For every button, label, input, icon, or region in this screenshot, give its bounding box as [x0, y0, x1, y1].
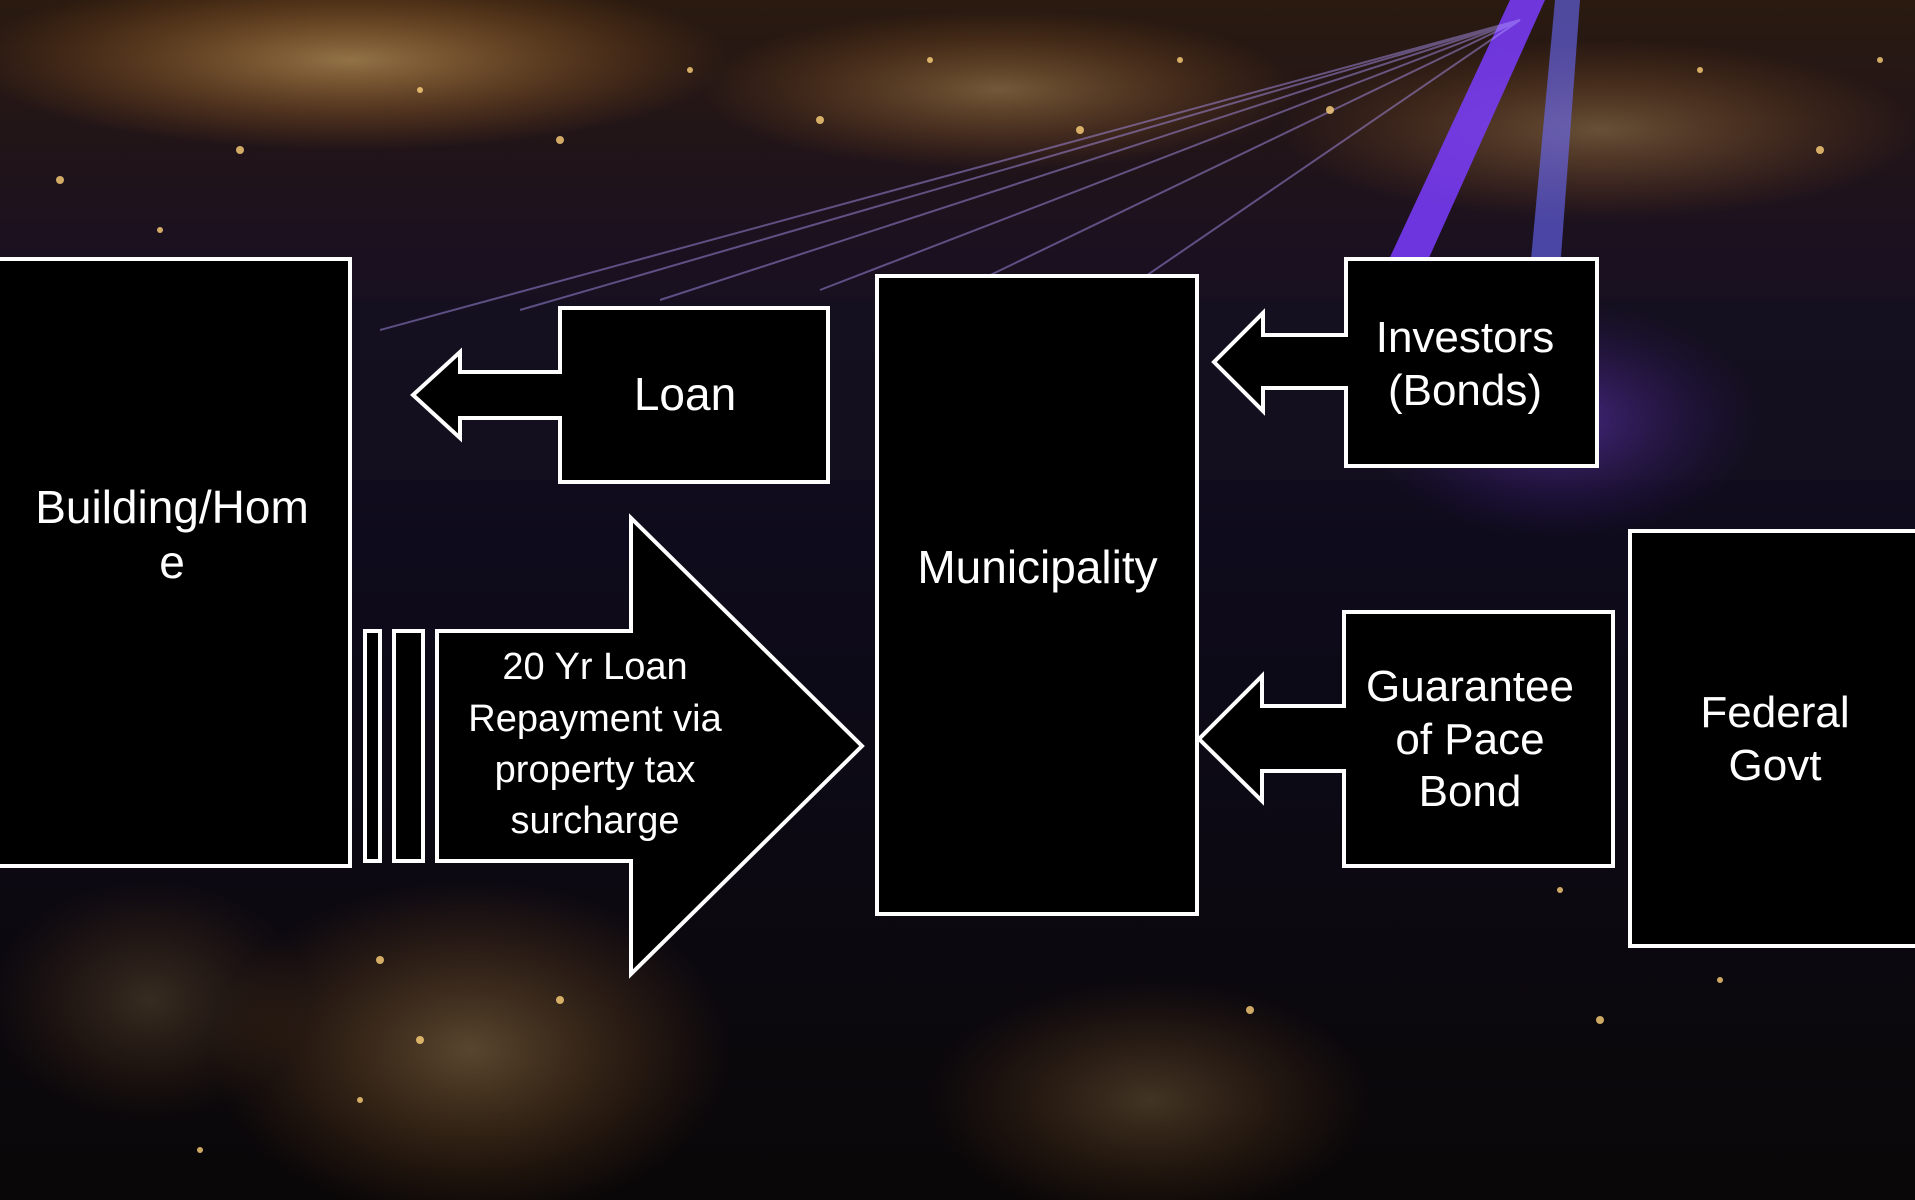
- municipality-label: Municipality: [917, 540, 1158, 593]
- building-home-box: [0, 257, 352, 868]
- guarantee-label: Guarantee of Pace Bond: [1366, 661, 1574, 817]
- investors-arrow: [1211, 257, 1599, 468]
- building-home-label: Building/Hom e: [35, 480, 309, 588]
- municipality-box: [875, 274, 1199, 916]
- federal-govt-box: [1628, 529, 1915, 948]
- investors-label: Investors (Bonds): [1375, 313, 1555, 415]
- guarantee-arrow: [1196, 610, 1615, 868]
- repayment-arrow: [435, 513, 865, 979]
- repayment-bar-outer: [363, 629, 382, 863]
- loan-label: Loan: [633, 368, 737, 421]
- loan-arrow: [410, 306, 830, 484]
- repayment-label: 20 Yr Loan Repayment via property tax su…: [468, 646, 722, 843]
- federal-govt-label: Federal Govt: [1700, 688, 1850, 790]
- repayment-bar-inner: [392, 629, 425, 863]
